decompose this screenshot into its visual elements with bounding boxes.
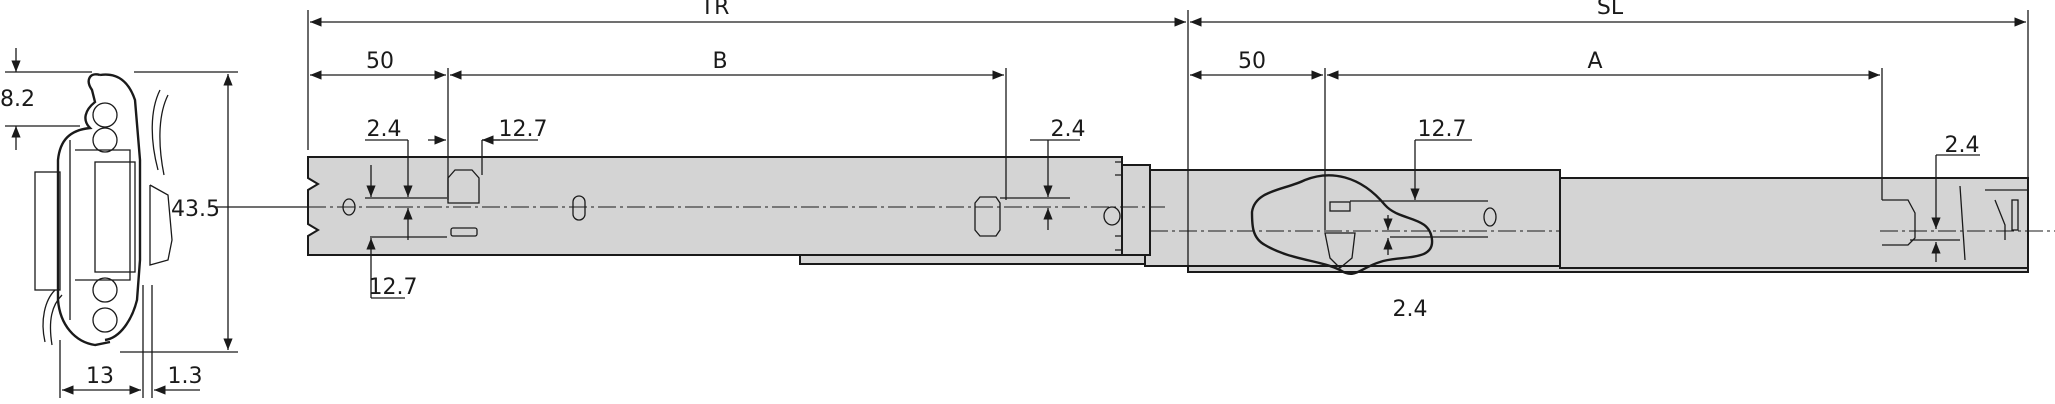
inner-slot-upper-label: 12.7 <box>499 117 548 142</box>
inner-first-hole-label: 50 <box>366 49 394 74</box>
inner-pitch-label: B <box>712 49 727 74</box>
outer-rail <box>1559 177 2029 269</box>
profile-width-label: 13 <box>86 364 114 389</box>
inner-hole-offset-label: 2.4 <box>367 117 402 142</box>
middle-slot-label: 12.7 <box>1418 117 1467 142</box>
profile-top-offset-label: 8.2 <box>0 87 35 112</box>
inner-rail <box>307 156 1123 256</box>
side-view: TR SL 50 B 50 A 2.4 12.7 12.7 <box>307 0 2055 322</box>
release-lever <box>1250 174 1434 276</box>
profile-view: 43.5 8.2 13 1.3 <box>0 48 310 398</box>
slide-length-label: SL <box>1597 0 1624 20</box>
inner-slot-lower-label: 12.7 <box>369 275 418 300</box>
outer-first-hole-label: 50 <box>1238 49 1266 74</box>
outer-pitch-label: A <box>1587 49 1602 74</box>
outer-rear-offset-label: 2.4 <box>1945 133 1980 158</box>
travel-label: TR <box>700 0 730 20</box>
inner-rear-offset-label: 2.4 <box>1051 117 1086 142</box>
profile-gap-label: 1.3 <box>168 364 203 389</box>
profile-height-label: 43.5 <box>171 197 220 222</box>
middle-offset-label: 2.4 <box>1393 297 1428 322</box>
